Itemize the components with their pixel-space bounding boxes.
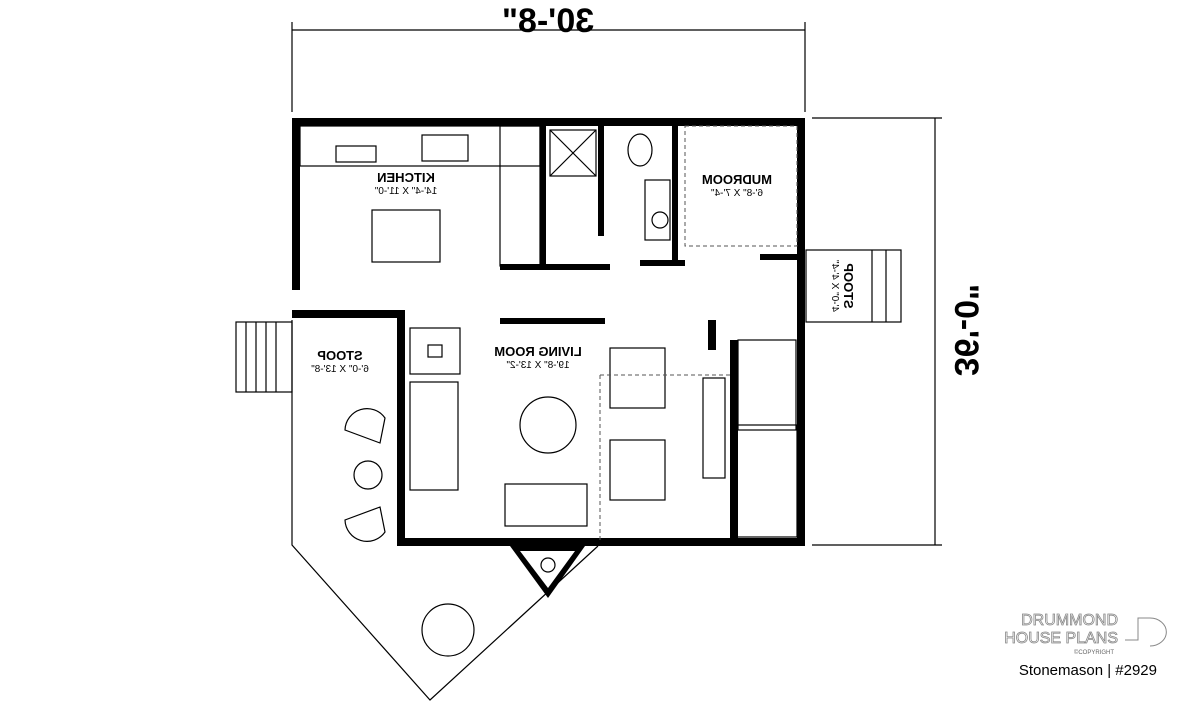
kitchen-size: 14'-4" X 11'-0" [374, 186, 437, 197]
kitchen-label: KITCHEN [377, 170, 435, 185]
drummond-logo: DRUMMOND HOUSE PLANS ©COPYRIGHT Stonemas… [1004, 612, 1167, 679]
left-stoop-label: STOOP [317, 348, 363, 363]
left-stoop-deck [235, 320, 599, 701]
width-dimension: 30'-8" [291, 2, 806, 112]
mudroom-size: 6'-8" X 7'-4" [711, 188, 764, 199]
room-labels: KITCHEN 14'-4" X 11'-0" MUDROOM 6'-8" X … [311, 170, 856, 375]
depth-dimension: 36'-0" [812, 117, 985, 546]
mudroom-label: MUDROOM [702, 172, 772, 187]
living-fixtures [409, 327, 798, 598]
right-stoop-label: STOOP [841, 263, 856, 309]
width-label: 30'-8" [502, 2, 594, 40]
living-room-label: LIVING ROOM [494, 344, 581, 359]
logo-line1: DRUMMOND [1021, 612, 1118, 629]
left-stoop-size: 6'-0" X 13'-8" [311, 364, 369, 375]
walls [292, 118, 805, 546]
kitchen-fixtures [299, 125, 798, 267]
right-stoop [805, 249, 902, 323]
logo-line2: HOUSE PLANS [1004, 630, 1118, 647]
depth-label: 36'-0" [947, 284, 985, 376]
plan-name-label: Stonemason | #2929 [1019, 662, 1157, 679]
living-room-size: 19'-8" X 13'-2" [506, 360, 570, 371]
logo-copyright: ©COPYRIGHT [1074, 649, 1114, 656]
right-stoop-size: 4'-0" X 4'-4" [829, 260, 840, 313]
